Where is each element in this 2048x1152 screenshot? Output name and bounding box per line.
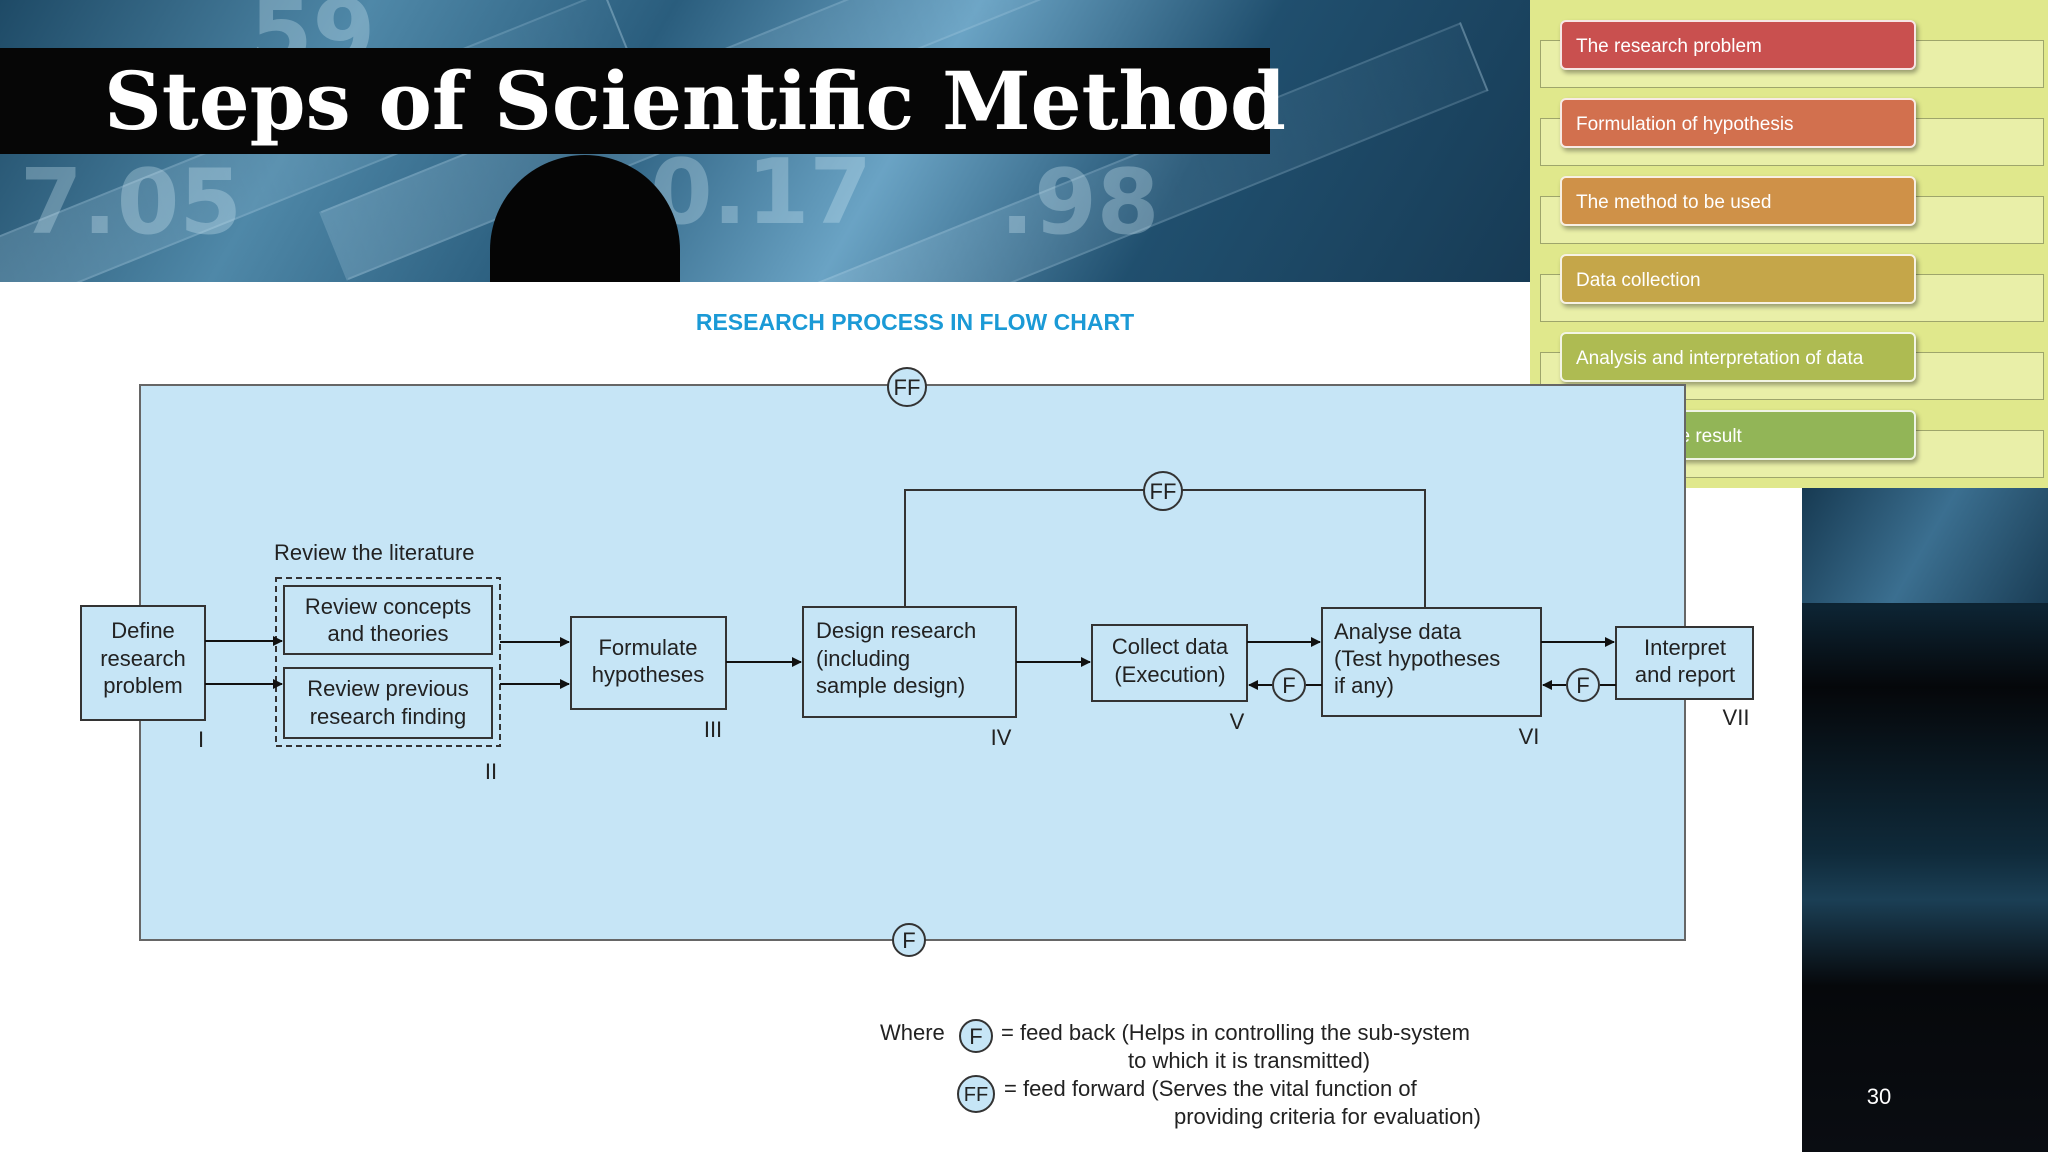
box-define-problem <box>80 605 206 721</box>
legend-where: Where <box>880 1020 945 1045</box>
step-numeral: II <box>485 759 497 784</box>
box-text: and theories <box>327 621 448 646</box>
box-text: Interpret <box>1644 635 1726 660</box>
box-text: Collect data <box>1112 634 1229 659</box>
banner-background: 7.05 0.17 .98 59 <box>0 0 1530 282</box>
step-numeral: I <box>198 727 204 752</box>
box-text: Review concepts <box>305 594 471 619</box>
box-text: hypotheses <box>592 662 705 687</box>
box-text: (Execution) <box>1114 662 1225 687</box>
legend-f-circle: F <box>959 1019 993 1053</box>
box-text: (including <box>816 646 910 671</box>
f-symbol: F <box>902 928 915 953</box>
banner-number-decor: 7.05 <box>20 150 243 255</box>
step-label: Analysis and interpretation of data <box>1576 348 1864 369</box>
step-analysis: Analysis and interpretation of data <box>1560 332 1916 382</box>
legend-ff-symbol: FF <box>964 1084 988 1106</box>
literature-group <box>275 577 501 747</box>
legend-ff-circle: FF <box>957 1075 995 1113</box>
box-text: (Test hypotheses <box>1334 646 1500 671</box>
ff-symbol: FF <box>1150 479 1177 504</box>
legend-ff-line2: providing criteria for evaluation) <box>1174 1104 1481 1129</box>
step-method: The method to be used <box>1560 176 1916 226</box>
feedback-circle <box>1566 668 1600 702</box>
step-label: Data collection <box>1576 270 1701 291</box>
steps-panel: The research problem Formulation of hypo… <box>1530 0 2048 488</box>
step-formulation-hypothesis: Formulation of hypothesis <box>1560 98 1916 148</box>
step-numeral: III <box>704 717 722 742</box>
box-text: Analyse data <box>1334 619 1462 644</box>
feedforward-circle-loop <box>1143 471 1183 511</box>
box-text: research <box>100 646 186 671</box>
step-numeral: VI <box>1519 724 1540 749</box>
banner-number-decor: .98 <box>1000 150 1160 255</box>
title-bar <box>0 48 1270 154</box>
step-numeral: IV <box>991 725 1012 750</box>
slide-title: Steps of Scientific Method <box>104 54 1286 148</box>
box-text: research finding <box>310 704 467 729</box>
ff-symbol: FF <box>894 375 921 400</box>
box-review-previous <box>283 667 493 739</box>
box-collect-data <box>1091 624 1248 702</box>
box-text: Review previous <box>307 676 468 701</box>
legend-ff-line1: = feed forward (Serves the vital functio… <box>1004 1076 1417 1101</box>
box-analyse-data <box>1321 607 1542 717</box>
page-number: 30 <box>1866 1084 1892 1109</box>
box-text: problem <box>103 673 182 698</box>
banner-number-decor: 0.17 <box>650 140 873 245</box>
step-numeral: VII <box>1723 705 1750 730</box>
step-data-collection: Data collection <box>1560 254 1916 304</box>
box-text: if any) <box>1334 673 1394 698</box>
feedback-circle <box>1272 668 1306 702</box>
legend: Where F = feed back (Helps in controllin… <box>870 1010 1530 1140</box>
flowchart-title: RESEARCH PROCESS IN FLOW CHART <box>695 309 1135 335</box>
legend-f-line1: = feed back (Helps in controlling the su… <box>1001 1020 1470 1045</box>
f-symbol: F <box>1576 673 1589 698</box>
box-text: Formulate <box>598 635 697 660</box>
feedback-circle-bottom <box>892 923 926 957</box>
step-label: The method to be used <box>1576 192 1772 213</box>
legend-f-line2: to which it is transmitted) <box>1128 1048 1371 1073</box>
step-label: Formulation of hypothesis <box>1576 114 1794 135</box>
box-text: Define <box>111 618 175 643</box>
box-formulate-hypotheses <box>570 616 727 710</box>
box-design-research <box>802 606 1017 718</box>
legend-f-symbol: F <box>969 1024 982 1049</box>
box-text: and report <box>1635 662 1735 687</box>
box-text: sample design) <box>816 673 965 698</box>
box-interpret-report <box>1615 626 1754 700</box>
step-label: The research problem <box>1576 36 1762 57</box>
f-symbol: F <box>1282 673 1295 698</box>
step-research-problem: The research problem <box>1560 20 1916 70</box>
group-label: Review the literature <box>274 540 475 565</box>
box-text: Design research <box>816 618 976 643</box>
right-decor-photo <box>1802 488 2048 603</box>
step-numeral: V <box>1230 709 1245 734</box>
feedforward-circle-top <box>887 367 927 407</box>
box-review-concepts <box>283 585 493 655</box>
